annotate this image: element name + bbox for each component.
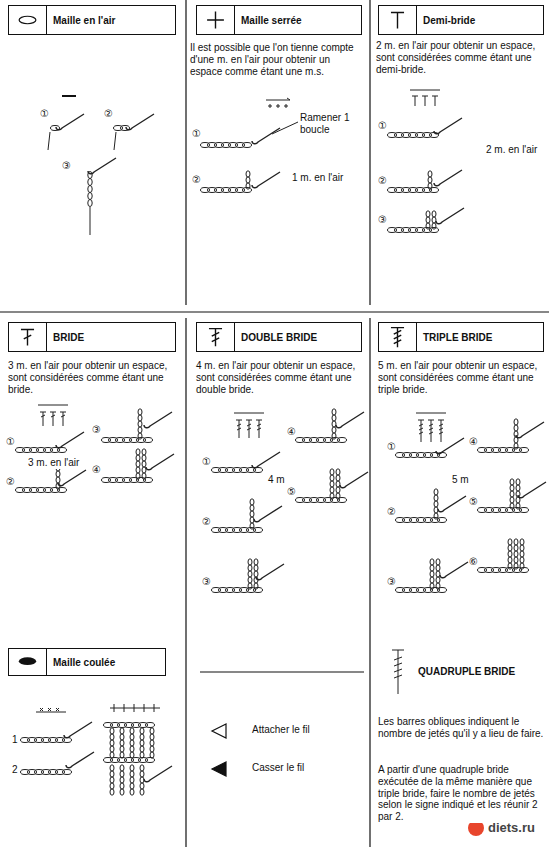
- callout-number: ②: [387, 506, 396, 518]
- stitch-name: Maille coulée: [53, 657, 115, 668]
- callout-number: ⑤: [287, 486, 296, 498]
- callout-number: ②: [6, 476, 15, 488]
- instruction-label: Ramener 1 boucle: [300, 112, 362, 136]
- callout-number: ②: [192, 174, 201, 186]
- stitch-symbol: [9, 323, 47, 351]
- stitch-symbol: [197, 323, 235, 351]
- break-triangle: [212, 762, 226, 776]
- stitch-name: Maille en l'air: [53, 15, 115, 26]
- note-text: Les barres obliques indiquent le nombre …: [378, 716, 544, 740]
- stitch-name: Demi-bride: [423, 15, 475, 26]
- callout-number: ①: [387, 441, 396, 453]
- stitch-header-box: BRIDE: [8, 322, 176, 352]
- instruction-label: 2 m. en l'air: [486, 144, 537, 156]
- callout-number: ③: [378, 214, 387, 226]
- instruction-label: 3 m. en l'air: [28, 457, 79, 469]
- callout-number: ②: [378, 175, 387, 187]
- watermark: diets.ru: [488, 820, 535, 835]
- callout-number: ③: [92, 424, 101, 436]
- stitch-symbol: [9, 649, 47, 675]
- stitch-symbol: [379, 6, 417, 34]
- note-text: 5 m. en l'air pour obtenir un espace, so…: [378, 360, 546, 395]
- callout-number: ①: [6, 436, 15, 448]
- instruction-label: 1 m. en l'air: [292, 172, 343, 184]
- stitch-symbol: [379, 323, 417, 351]
- note-text: A partir d'une quadruple bride exécutée …: [378, 764, 544, 823]
- note-text: 4 m. en l'air pour obtenir un espace, so…: [196, 360, 366, 395]
- stitch-symbol: [9, 6, 47, 34]
- note-text: 2 m. en l'air pour obtenir un espace, so…: [376, 40, 544, 75]
- callout-number: 2: [12, 764, 18, 776]
- attach-triangle: [212, 724, 226, 738]
- heading-label: QUADRUPLE BRIDE: [418, 666, 515, 678]
- callout-number: ①: [40, 108, 49, 120]
- callout-number: ①: [378, 120, 387, 132]
- callout-number: ①: [202, 456, 211, 468]
- callout-number: 1: [12, 734, 18, 746]
- callout-number: ⑤: [469, 496, 478, 508]
- stitch-name: Maille serrée: [241, 15, 302, 26]
- stitch-symbol: [197, 6, 235, 34]
- callout-number: ①: [192, 128, 201, 140]
- callout-number: ④: [92, 464, 101, 476]
- callout-number: ④: [287, 426, 296, 438]
- callout-number: ③: [387, 576, 396, 588]
- stitch-name: TRIPLE BRIDE: [423, 332, 492, 343]
- callout-number: ③: [202, 576, 211, 588]
- instruction-label: 5 m: [452, 474, 469, 486]
- legend-text: Casser le fil: [252, 762, 304, 773]
- note-text: 3 m. en l'air pour obtenir un espace, so…: [8, 360, 178, 395]
- callout-number: ④: [469, 436, 478, 448]
- callout-number: ②: [104, 108, 113, 120]
- stitch-header-box: DOUBLE BRIDE: [196, 322, 362, 352]
- callout-number: ⑥: [469, 556, 478, 568]
- note-text: Il est possible que l'on tienne compte d…: [190, 42, 362, 77]
- instruction-label: 4 m: [268, 474, 285, 486]
- legend-text: Attacher le fil: [252, 724, 310, 735]
- stitch-name: DOUBLE BRIDE: [241, 332, 317, 343]
- stitch-header-box: Maille en l'air: [8, 5, 176, 35]
- stitch-header-box: Maille coulée: [8, 648, 166, 676]
- stitch-header-box: Demi-bride: [378, 5, 544, 35]
- stitch-header-box: Maille serrée: [196, 5, 362, 35]
- callout-number: ②: [202, 516, 211, 528]
- stitch-name: BRIDE: [53, 332, 84, 343]
- stitch-header-box: TRIPLE BRIDE: [378, 322, 544, 352]
- callout-number: ③: [62, 160, 71, 172]
